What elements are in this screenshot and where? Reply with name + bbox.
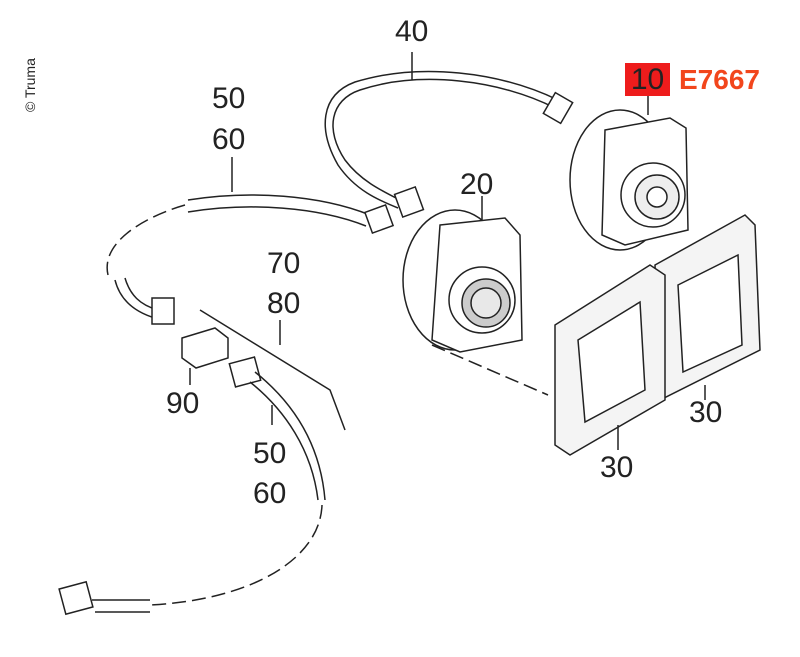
label-50-lower: 50 [253,437,287,470]
part-20-switch [402,196,523,353]
frame-30-double [654,214,761,402]
part-10-switch [569,96,689,251]
label-90: 90 [166,387,200,420]
label-50: 50 [212,82,246,115]
label-40: 40 [395,15,429,48]
label-20: 20 [460,168,494,201]
label-70: 70 [267,247,301,280]
cable-50-60 [106,157,395,325]
cable-50-60-lower [58,356,326,616]
label-80: 80 [267,287,301,320]
leader-70-80 [199,309,346,431]
label-60: 60 [212,123,246,156]
label-60-lower: 60 [253,477,287,510]
part-code: E7667 [679,64,760,95]
frame-30-single [431,264,666,456]
part-90-coupler [181,327,229,385]
copyright: © Truma [22,58,38,112]
label-30-single: 30 [600,451,634,484]
label-30-double: 30 [689,396,723,429]
cable-40 [324,52,574,218]
part-10-badge: 10 [625,63,670,96]
